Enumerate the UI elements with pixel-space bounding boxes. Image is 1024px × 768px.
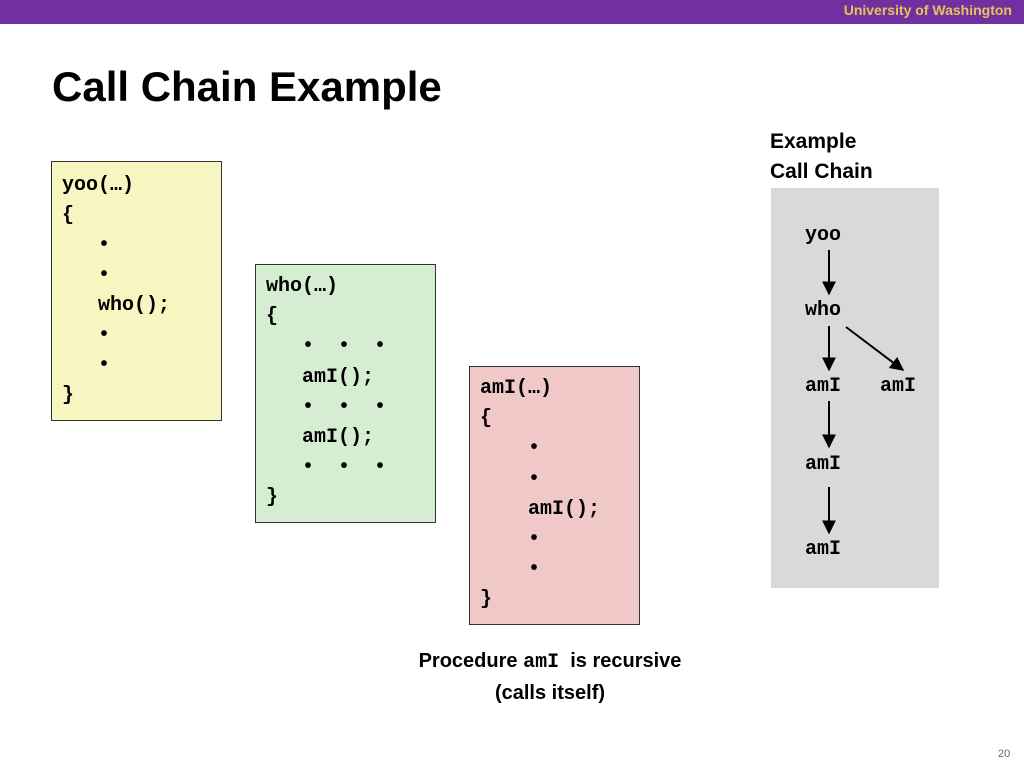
chain-node-ami: amI	[805, 538, 842, 561]
code-line: amI(…)	[480, 377, 553, 400]
code-line: who(…)	[266, 275, 339, 298]
chain-node-ami: amI	[880, 375, 917, 398]
code-line: }	[266, 486, 279, 509]
code-line: }	[480, 588, 493, 611]
call-chain-heading: Example Call Chain	[770, 127, 873, 187]
code-line: amI();	[266, 366, 375, 389]
code-line: amI();	[266, 426, 375, 449]
code-line: {	[62, 204, 75, 227]
code-line: •	[480, 468, 541, 491]
caption: Procedure amI is recursive (calls itself…	[400, 646, 700, 709]
code-line: •	[62, 234, 111, 257]
chain-node-ami: amI	[805, 375, 842, 398]
code-line: }	[62, 384, 75, 407]
caption-prefix: Procedure	[418, 650, 524, 672]
ami-code-box: amI(…) { • • amI(); • • }	[469, 366, 640, 625]
code-line: yoo(…)	[62, 174, 135, 197]
header-bar: University of Washington	[0, 0, 1024, 24]
yoo-code-box: yoo(…) { • • who(); • • }	[51, 161, 222, 421]
code-line: •	[62, 354, 111, 377]
code-line: • • •	[266, 456, 387, 479]
code-line: •	[480, 437, 541, 460]
call-chain-heading-line2: Call Chain	[770, 160, 873, 183]
chain-node-yoo: yoo	[805, 224, 842, 247]
code-line: •	[480, 558, 541, 581]
caption-suffix: is recursive	[559, 650, 682, 672]
page-number: 20	[998, 748, 1011, 760]
code-line: who();	[62, 294, 171, 317]
code-line: {	[480, 407, 493, 430]
call-chain-heading-line1: Example	[770, 130, 857, 153]
chain-node-ami: amI	[805, 453, 842, 476]
caption-line1: Procedure amI is recursive	[400, 646, 700, 678]
university-name: University of Washington	[843, 2, 1012, 18]
caption-code: amI	[523, 651, 560, 674]
slide-title: Call Chain Example	[52, 63, 442, 110]
code-line: {	[266, 305, 279, 328]
code-line: •	[62, 324, 111, 347]
chain-node-who: who	[805, 299, 842, 322]
code-line: • • •	[266, 396, 387, 419]
code-line: amI();	[480, 498, 601, 521]
call-arrow	[845, 326, 905, 371]
code-line: •	[62, 264, 111, 287]
code-line: •	[480, 528, 541, 551]
who-code-box: who(…) { • • • amI(); • • • amI(); • • •…	[255, 264, 436, 523]
caption-line2: (calls itself)	[494, 682, 606, 704]
call-chain-panel	[771, 188, 939, 588]
code-line: • • •	[266, 335, 387, 358]
